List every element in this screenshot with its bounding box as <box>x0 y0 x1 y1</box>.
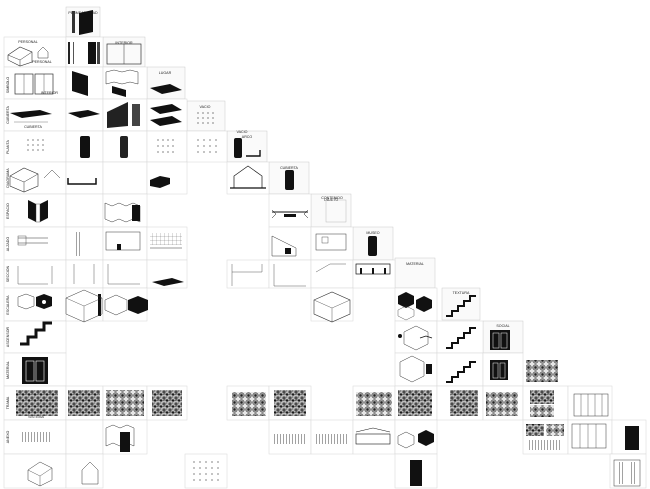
cell-material-elevator <box>22 357 48 384</box>
row-header-alzado: ALZADO <box>4 227 66 260</box>
svg-text:ALZADO: ALZADO <box>6 237 10 252</box>
svg-text:CUBIERTA: CUBIERTA <box>6 105 10 123</box>
svg-text:MUSEO: MUSEO <box>366 231 379 235</box>
svg-text:TEXTURA: TEXTURA <box>453 291 470 295</box>
cell-planta-column-2 <box>120 136 128 158</box>
svg-text:LUGAR: LUGAR <box>159 71 172 75</box>
cell-bottom-column <box>410 460 422 486</box>
cell-planta-column-1 <box>80 136 90 158</box>
cell-social-elevator-2 <box>490 360 508 380</box>
cell-material-header-photo <box>526 360 558 382</box>
cell-social-elevator <box>490 330 510 350</box>
svg-text:CUBIERTA: CUBIERTA <box>280 166 298 170</box>
column-header-lugar: LUGAR <box>147 67 185 99</box>
caption-vacio: VACIO <box>237 130 248 134</box>
cell-anexo-dark <box>625 426 639 450</box>
svg-text:VACIO: VACIO <box>200 105 211 109</box>
row-header-planta: PLANTA <box>4 131 66 162</box>
cell-alzado-hatch <box>76 232 82 256</box>
svg-text:ASCENSOR: ASCENSOR <box>6 327 10 348</box>
svg-text:TRAMA: TRAMA <box>6 396 10 409</box>
svg-text:ARCO: ARCO <box>242 135 253 139</box>
svg-text:SIMBOLO: SIMBOLO <box>6 77 10 94</box>
svg-text:SOCIAL: SOCIAL <box>496 324 509 328</box>
svg-text:ESPACIO: ESPACIO <box>6 203 10 219</box>
caption-sistema: SISTEMA <box>28 415 44 419</box>
cell-museo-column <box>368 236 377 256</box>
svg-text:MATERIAL: MATERIAL <box>6 361 10 379</box>
svg-text:MATERIAL: MATERIAL <box>406 262 424 266</box>
caption-interior: INTERIOR <box>41 91 59 95</box>
cell-cubierta-column <box>285 170 294 190</box>
caption-cubierta: CUBIERTA <box>24 125 42 129</box>
svg-text:PERSONAL: PERSONAL <box>32 60 52 64</box>
matrix-cells <box>4 37 646 488</box>
column-header-vacio: VACIO <box>187 101 225 131</box>
svg-text:ESCALERA: ESCALERA <box>6 295 10 315</box>
svg-text:PLANTA: PLANTA <box>6 140 10 154</box>
svg-text:PERSONAL: PERSONAL <box>18 40 38 44</box>
column-header-arco: ARCO <box>227 131 267 162</box>
row-header-diagrama: DIAGRAMA <box>4 162 66 194</box>
row-header-escalera: ESCALERA <box>4 288 66 321</box>
caption-contenido: CONTENIDO <box>321 196 343 200</box>
svg-text:SECCION: SECCION <box>6 265 10 282</box>
svg-text:ANEXO: ANEXO <box>6 431 10 444</box>
svg-text:DIAGRAMA: DIAGRAMA <box>6 168 10 188</box>
column-header-material: MATERIAL <box>395 258 435 288</box>
cell-anexo-hatch <box>20 432 52 442</box>
cell-trama-photos <box>16 390 554 417</box>
